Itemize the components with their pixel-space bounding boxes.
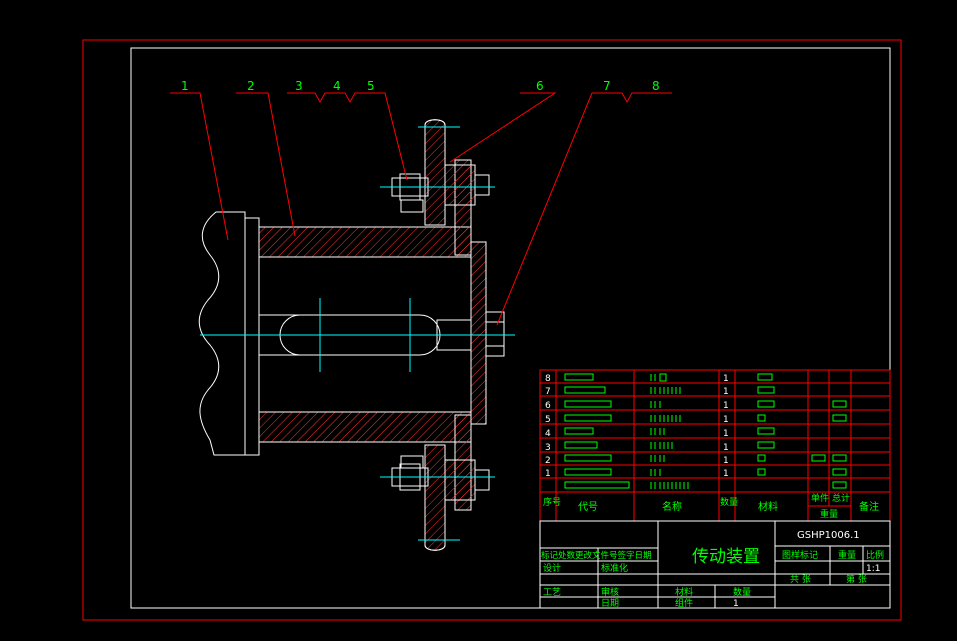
design-label: 设计 bbox=[543, 562, 561, 574]
scale-value: 1:1 bbox=[866, 564, 880, 574]
weight-label: 重量 bbox=[838, 549, 856, 561]
bom-code-placeholders bbox=[564, 373, 847, 489]
balloon-8: 8 bbox=[652, 79, 660, 93]
bom-seq-3: 3 bbox=[545, 443, 551, 453]
bom-header-weight: 重量 bbox=[820, 508, 838, 520]
bom-header-qty: 数量 bbox=[720, 496, 738, 508]
balloon-7: 7 bbox=[603, 79, 611, 93]
qty-value: 1 bbox=[733, 599, 739, 609]
motor-flange bbox=[244, 217, 260, 456]
assembly-view bbox=[198, 119, 505, 551]
bom-qty-1: 1 bbox=[723, 469, 729, 479]
bom-header-code: 代号 bbox=[578, 501, 598, 513]
outer-frame bbox=[82, 39, 902, 621]
bom-qty-8: 1 bbox=[723, 374, 729, 384]
stage-label: 图样标记 bbox=[782, 549, 818, 561]
bom-header-seq: 序号 bbox=[543, 496, 561, 508]
bom-header-name: 名称 bbox=[662, 500, 682, 513]
bom-qty-7: 1 bbox=[723, 387, 729, 397]
bom-rows: 8 7 6 5 4 3 2 1 1 1 1 1 1 1 1 1 bbox=[545, 373, 847, 489]
craft-label: 工艺 bbox=[543, 587, 561, 598]
bom-seq-7: 7 bbox=[545, 387, 551, 397]
motor-body bbox=[198, 211, 246, 456]
group-label: 组件 bbox=[675, 597, 693, 609]
balloon-6: 6 bbox=[536, 79, 544, 93]
bom-table bbox=[539, 369, 891, 522]
bom-header-total: 总计 bbox=[832, 492, 850, 504]
leader-lines bbox=[170, 92, 672, 326]
bom-seq-6: 6 bbox=[545, 401, 551, 411]
bom-header-material: 材料 bbox=[758, 500, 778, 513]
balloon-3: 3 bbox=[295, 79, 303, 93]
title-block-text: GSHP1006.1 传动装置 标记处数更改文件号签字日期 设计 标准化 工艺 … bbox=[541, 530, 884, 609]
qty-label: 数量 bbox=[733, 586, 751, 598]
bom-seq-4: 4 bbox=[545, 429, 551, 439]
bom-seq-8: 8 bbox=[545, 374, 551, 384]
title-block bbox=[539, 520, 891, 609]
review-label: 审核 bbox=[601, 586, 619, 598]
balloon-labels: 1 2 3 4 5 6 7 8 bbox=[181, 79, 660, 93]
bom-qty-6: 1 bbox=[723, 401, 729, 411]
bom-header-single: 单件 bbox=[811, 492, 829, 504]
standardize-label: 标准化 bbox=[601, 562, 628, 574]
bom-qty-4: 1 bbox=[723, 429, 729, 439]
center-lines bbox=[200, 126, 515, 541]
bom-seq-1: 1 bbox=[545, 469, 551, 479]
revision-row-label: 标记处数更改文件号签字日期 bbox=[541, 550, 652, 561]
balloon-4: 4 bbox=[333, 79, 341, 93]
material-label: 材料 bbox=[675, 586, 693, 598]
drawing-number: GSHP1006.1 bbox=[797, 530, 860, 541]
bom-qty-2: 1 bbox=[723, 456, 729, 466]
bom-header-remark: 备注 bbox=[859, 500, 879, 513]
drawing-title: 传动装置 bbox=[692, 547, 760, 567]
bom-seq-2: 2 bbox=[545, 456, 551, 466]
bom-qty-5: 1 bbox=[723, 415, 729, 425]
scale-label: 比例 bbox=[866, 549, 884, 561]
sheets-total: 共 张 bbox=[790, 574, 811, 585]
date-label: 日期 bbox=[601, 598, 619, 609]
bom-qty-3: 1 bbox=[723, 443, 729, 453]
inner-frame bbox=[130, 47, 891, 609]
sheet-number: 第 张 bbox=[846, 573, 867, 585]
bom-header: 序号 代号 名称 数量 材料 单件 总计 重量 备注 bbox=[543, 492, 879, 520]
balloon-2: 2 bbox=[247, 79, 255, 93]
bom-seq-5: 5 bbox=[545, 415, 551, 425]
bom-name-placeholders bbox=[650, 373, 689, 489]
balloon-1: 1 bbox=[181, 79, 189, 93]
balloon-5: 5 bbox=[367, 79, 375, 93]
